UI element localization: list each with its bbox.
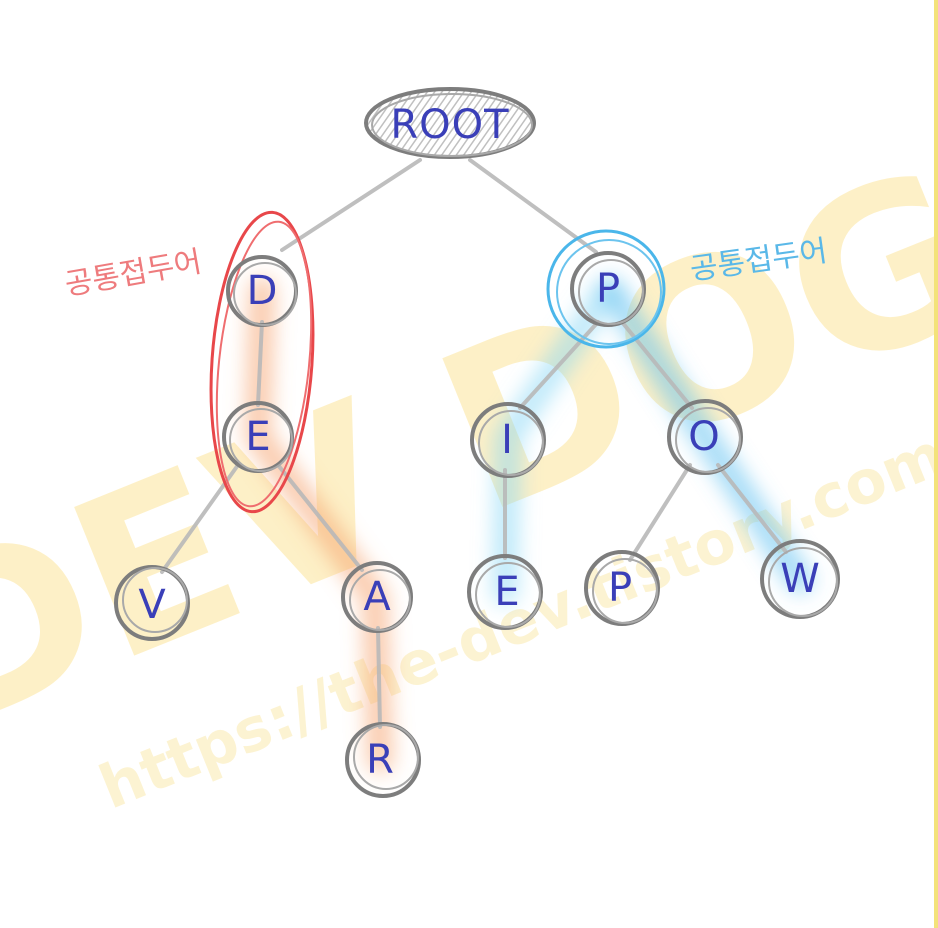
edge-p-i — [518, 320, 600, 410]
node-o-label: O — [688, 414, 719, 460]
left-common-prefix-note: 공통접두어 — [62, 244, 204, 302]
edge-root-d — [280, 158, 422, 252]
edge-d-e — [256, 320, 264, 407]
common-prefix-highlight-red — [209, 210, 315, 514]
node-o: O — [667, 399, 743, 475]
node-p2: P — [584, 550, 660, 626]
node-a: A — [341, 561, 413, 633]
edges — [160, 158, 788, 729]
edge-p-o — [620, 320, 694, 410]
node-p2-label: P — [608, 565, 632, 611]
node-e1: E — [222, 401, 294, 473]
watermark: DEV DOG https://the-dev.tistory.com — [0, 119, 938, 823]
node-a-label: A — [363, 574, 391, 620]
node-i-label: I — [501, 417, 513, 463]
node-e1-label: E — [245, 414, 270, 460]
edge-a-r — [376, 626, 382, 729]
root-label: ROOT — [390, 102, 509, 148]
node-d: D — [226, 255, 298, 327]
edge-root-p — [468, 158, 598, 254]
node-r: R — [345, 722, 421, 798]
node-p1: P — [570, 251, 646, 327]
root-node: ROOT — [364, 87, 536, 159]
right-edge-strip — [934, 0, 938, 928]
node-e2: E — [467, 554, 543, 630]
edge-e-a — [276, 463, 364, 572]
node-e2-label: E — [494, 569, 519, 615]
edge-o-p — [628, 463, 692, 562]
node-w: W — [760, 539, 840, 619]
edge-o-w — [716, 463, 788, 554]
node-v-label: V — [138, 582, 166, 628]
node-w-label: W — [780, 556, 820, 602]
node-i: I — [470, 402, 546, 478]
node-r-label: R — [366, 737, 394, 783]
node-d-label: D — [247, 268, 278, 314]
node-v: V — [114, 565, 190, 641]
node-p1-label: P — [596, 266, 620, 312]
common-prefix-highlight-blue — [546, 229, 666, 349]
